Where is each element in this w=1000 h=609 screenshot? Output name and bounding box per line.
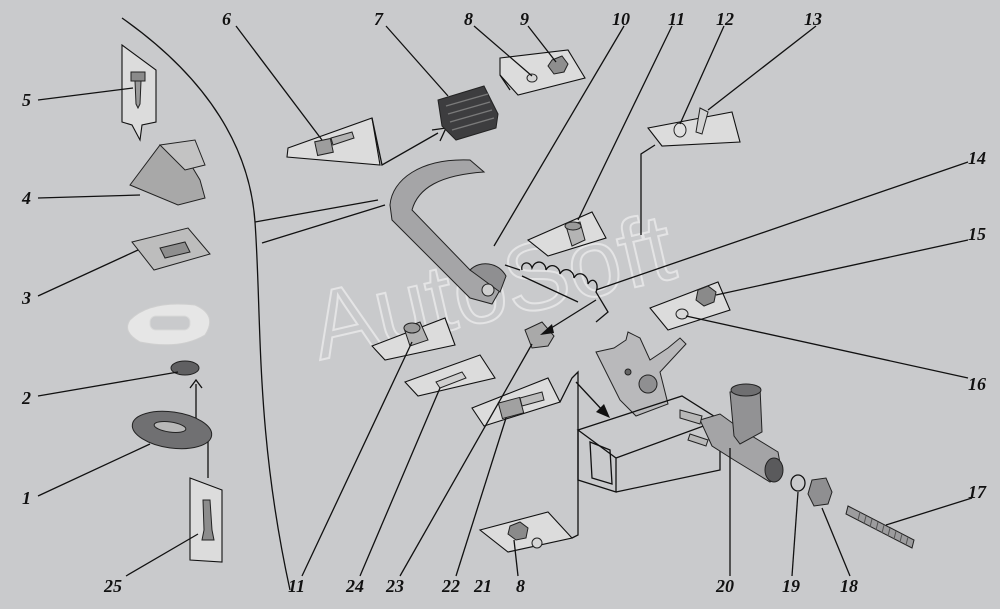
callout-17: 17 — [968, 482, 987, 502]
callout-20: 20 — [715, 576, 734, 596]
callout-21: 21 — [473, 576, 492, 596]
screw-part — [130, 71, 146, 82]
callout-12: 12 — [716, 9, 734, 29]
pedal-pad-part — [437, 85, 499, 141]
washer-part — [675, 308, 689, 320]
o-ring-part — [790, 474, 806, 492]
callout-19: 19 — [782, 576, 800, 596]
callout-2: 2 — [21, 388, 31, 408]
plate-part — [170, 360, 200, 376]
callout-22: 22 — [441, 576, 460, 596]
screw-part — [201, 499, 215, 541]
callout-14: 14 — [968, 148, 986, 168]
adjusting-nut-part — [807, 477, 833, 507]
callout-5: 5 — [22, 90, 31, 110]
pedal-lever-part — [389, 159, 501, 305]
panel-12-13 — [647, 111, 741, 147]
return-spring-part — [521, 261, 609, 323]
panel-8-9 — [499, 49, 586, 96]
callout-4: 4 — [21, 188, 31, 208]
callout-10: 10 — [612, 9, 630, 29]
washer-part — [526, 73, 538, 83]
callout-7: 7 — [374, 9, 384, 29]
callout-1: 1 — [22, 488, 31, 508]
callout-15: 15 — [968, 224, 986, 244]
nut-part — [695, 285, 717, 307]
panel-24 — [404, 354, 496, 397]
callout-9: 9 — [520, 9, 529, 29]
callout-6: 6 — [222, 9, 231, 29]
washer-part — [531, 537, 543, 549]
callout-23: 23 — [385, 576, 404, 596]
callout-24: 24 — [345, 576, 364, 596]
cab-outline-arc — [121, 17, 291, 591]
cotter-pin-part — [695, 107, 709, 135]
callout-16: 16 — [968, 374, 986, 394]
panel-11-top — [526, 211, 607, 257]
nut-part — [507, 521, 529, 541]
callout-8: 8 — [464, 9, 473, 29]
callout-18: 18 — [840, 576, 858, 596]
callout-25: 25 — [103, 576, 122, 596]
callout-13: 13 — [804, 9, 822, 29]
washer-part — [673, 122, 687, 138]
callout-11: 11 — [668, 9, 685, 29]
pin-part — [435, 371, 467, 389]
callout-3: 3 — [21, 288, 31, 308]
bolt-part — [314, 137, 334, 157]
callout-11-bottom: 11 — [288, 576, 305, 596]
cylinder-bracket-part — [595, 331, 687, 417]
push-rod-part — [845, 505, 915, 549]
callout-8-bottom: 8 — [516, 576, 525, 596]
nut-part — [547, 55, 569, 75]
